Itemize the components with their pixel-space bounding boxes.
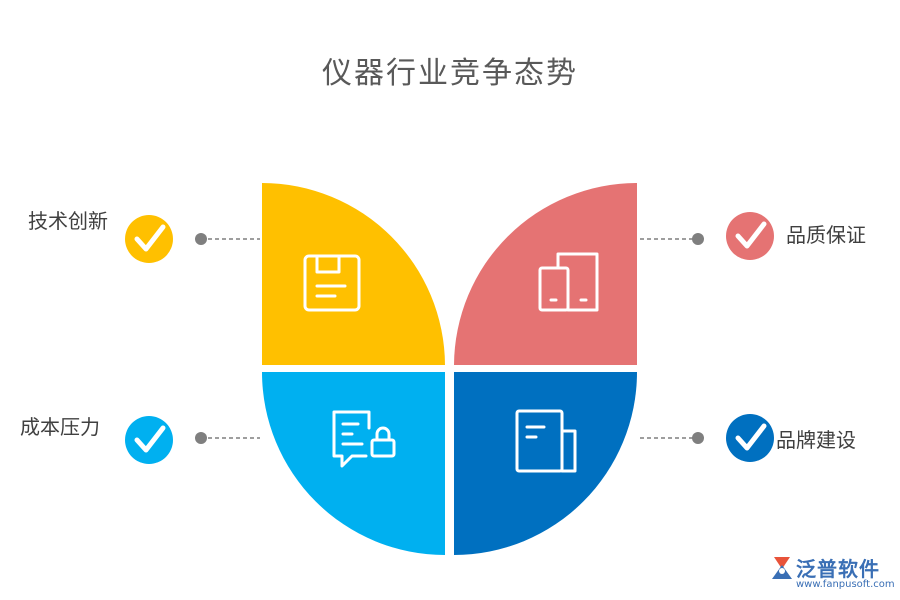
brand-logo: 泛普软件 www.fanpusoft.com <box>770 553 895 595</box>
checkmark-icon <box>726 414 774 462</box>
message-lock-icon <box>332 410 396 468</box>
tablet-devices-icon <box>538 252 599 312</box>
connector-cost <box>195 432 260 444</box>
label-technology-innovation: 技术创新 <box>28 209 108 233</box>
label-brand-building: 品牌建设 <box>776 428 856 452</box>
checkmark-icon <box>726 212 774 260</box>
connector-technology <box>195 233 260 245</box>
label-cost-pressure: 成本压力 <box>20 415 100 439</box>
connector-brand <box>640 432 704 444</box>
checkmark-icon <box>125 215 173 263</box>
petal-bottom-left <box>262 372 445 555</box>
petal-top-right <box>454 183 637 365</box>
petal-bottom-right <box>454 372 637 555</box>
save-icon <box>303 254 361 312</box>
checkmark-icon <box>125 416 173 464</box>
diagram-title: 仪器行业竞争态势 <box>322 56 578 91</box>
label-quality-assurance: 品质保证 <box>786 223 866 247</box>
logo-mark-icon <box>772 557 792 579</box>
logo-url: www.fanpusoft.com <box>796 579 895 590</box>
document-icon <box>515 409 577 473</box>
logo-name: 泛普软件 <box>796 557 880 581</box>
petal-top-left <box>262 183 445 365</box>
connector-quality <box>640 233 704 245</box>
